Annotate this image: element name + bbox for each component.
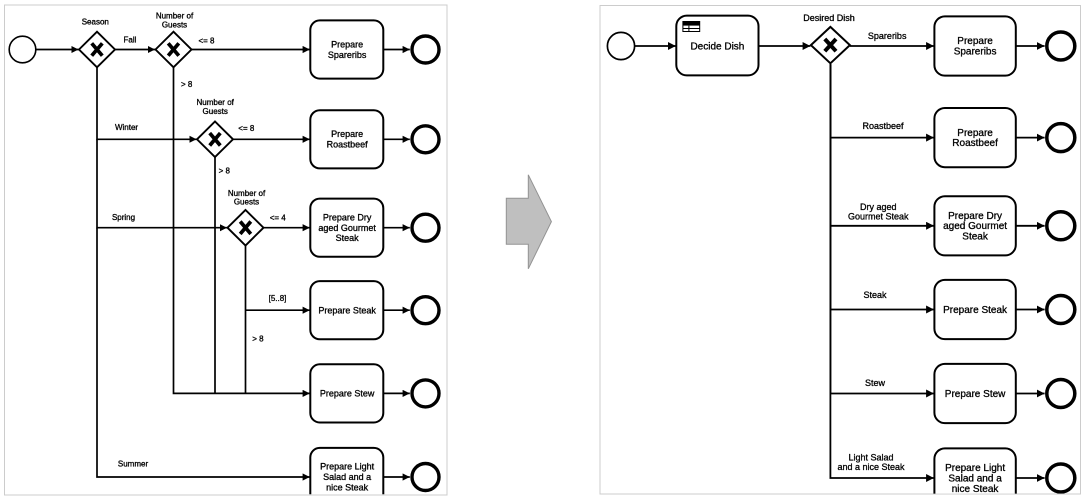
svg-text:Prepare Stew: Prepare Stew — [945, 389, 1006, 400]
svg-text:Roastbeef: Roastbeef — [952, 138, 998, 149]
svg-text:Prepare Dry: Prepare Dry — [323, 212, 372, 222]
svg-text:Prepare Light: Prepare Light — [945, 463, 1005, 474]
svg-text:Fall: Fall — [124, 35, 137, 44]
svg-text:Guests: Guests — [234, 198, 259, 207]
svg-text:Spareribs: Spareribs — [328, 50, 367, 60]
svg-text:Prepare Stew: Prepare Stew — [320, 389, 375, 399]
svg-text:Number of: Number of — [156, 12, 194, 21]
svg-text:Spareribs: Spareribs — [954, 47, 997, 58]
svg-text:Prepare: Prepare — [957, 36, 993, 47]
svg-text:Decide Dish: Decide Dish — [690, 42, 744, 53]
svg-text:Dry aged: Dry aged — [860, 202, 897, 212]
svg-text:> 8: > 8 — [219, 167, 231, 176]
svg-text:Steak: Steak — [863, 290, 887, 300]
svg-text:Winter: Winter — [115, 123, 138, 132]
svg-text:<= 8: <= 8 — [238, 124, 255, 133]
svg-text:Prepare Steak: Prepare Steak — [318, 305, 376, 315]
svg-text:Stew: Stew — [865, 378, 886, 388]
svg-text:Prepare Light: Prepare Light — [320, 462, 375, 472]
svg-text:Prepare Steak: Prepare Steak — [943, 305, 1008, 316]
svg-text:Roastbeef: Roastbeef — [327, 140, 369, 150]
svg-text:Salad and a: Salad and a — [323, 472, 371, 482]
svg-text:aged Gourmet: aged Gourmet — [943, 221, 1007, 232]
svg-text:Number of: Number of — [197, 98, 235, 107]
svg-text:Prepare: Prepare — [331, 129, 363, 139]
svg-text:Salad and a: Salad and a — [948, 473, 1002, 484]
svg-text:Steak: Steak — [962, 232, 989, 243]
svg-text:[5..8]: [5..8] — [269, 294, 287, 303]
svg-text:Prepare Dry: Prepare Dry — [948, 211, 1002, 222]
svg-text:Light Salad: Light Salad — [848, 453, 893, 463]
svg-text:Summer: Summer — [118, 459, 149, 468]
svg-text:Prepare: Prepare — [957, 128, 993, 139]
svg-text:Spareribs: Spareribs — [868, 31, 907, 41]
svg-text:Desired Dish: Desired Dish — [803, 13, 855, 23]
svg-text:> 8: > 8 — [252, 335, 264, 344]
svg-text:Season: Season — [82, 18, 109, 27]
svg-text:nice Steak: nice Steak — [952, 484, 1000, 495]
svg-text:<= 8: <= 8 — [198, 37, 215, 46]
svg-text:Gourmet Steak: Gourmet Steak — [848, 212, 909, 222]
svg-text:> 8: > 8 — [181, 80, 193, 89]
svg-text:and a nice Steak: and a nice Steak — [837, 462, 905, 472]
svg-text:Guests: Guests — [162, 20, 187, 29]
svg-text:<= 4: <= 4 — [270, 214, 287, 223]
svg-text:Spring: Spring — [112, 213, 135, 222]
svg-text:Steak: Steak — [336, 233, 360, 243]
svg-text:Number of: Number of — [228, 189, 266, 198]
svg-text:nice Steak: nice Steak — [326, 483, 369, 493]
svg-text:Roastbeef: Roastbeef — [862, 121, 904, 131]
svg-text:aged Gourmet: aged Gourmet — [318, 223, 376, 233]
svg-text:Guests: Guests — [203, 107, 228, 116]
svg-text:Prepare: Prepare — [331, 39, 363, 49]
